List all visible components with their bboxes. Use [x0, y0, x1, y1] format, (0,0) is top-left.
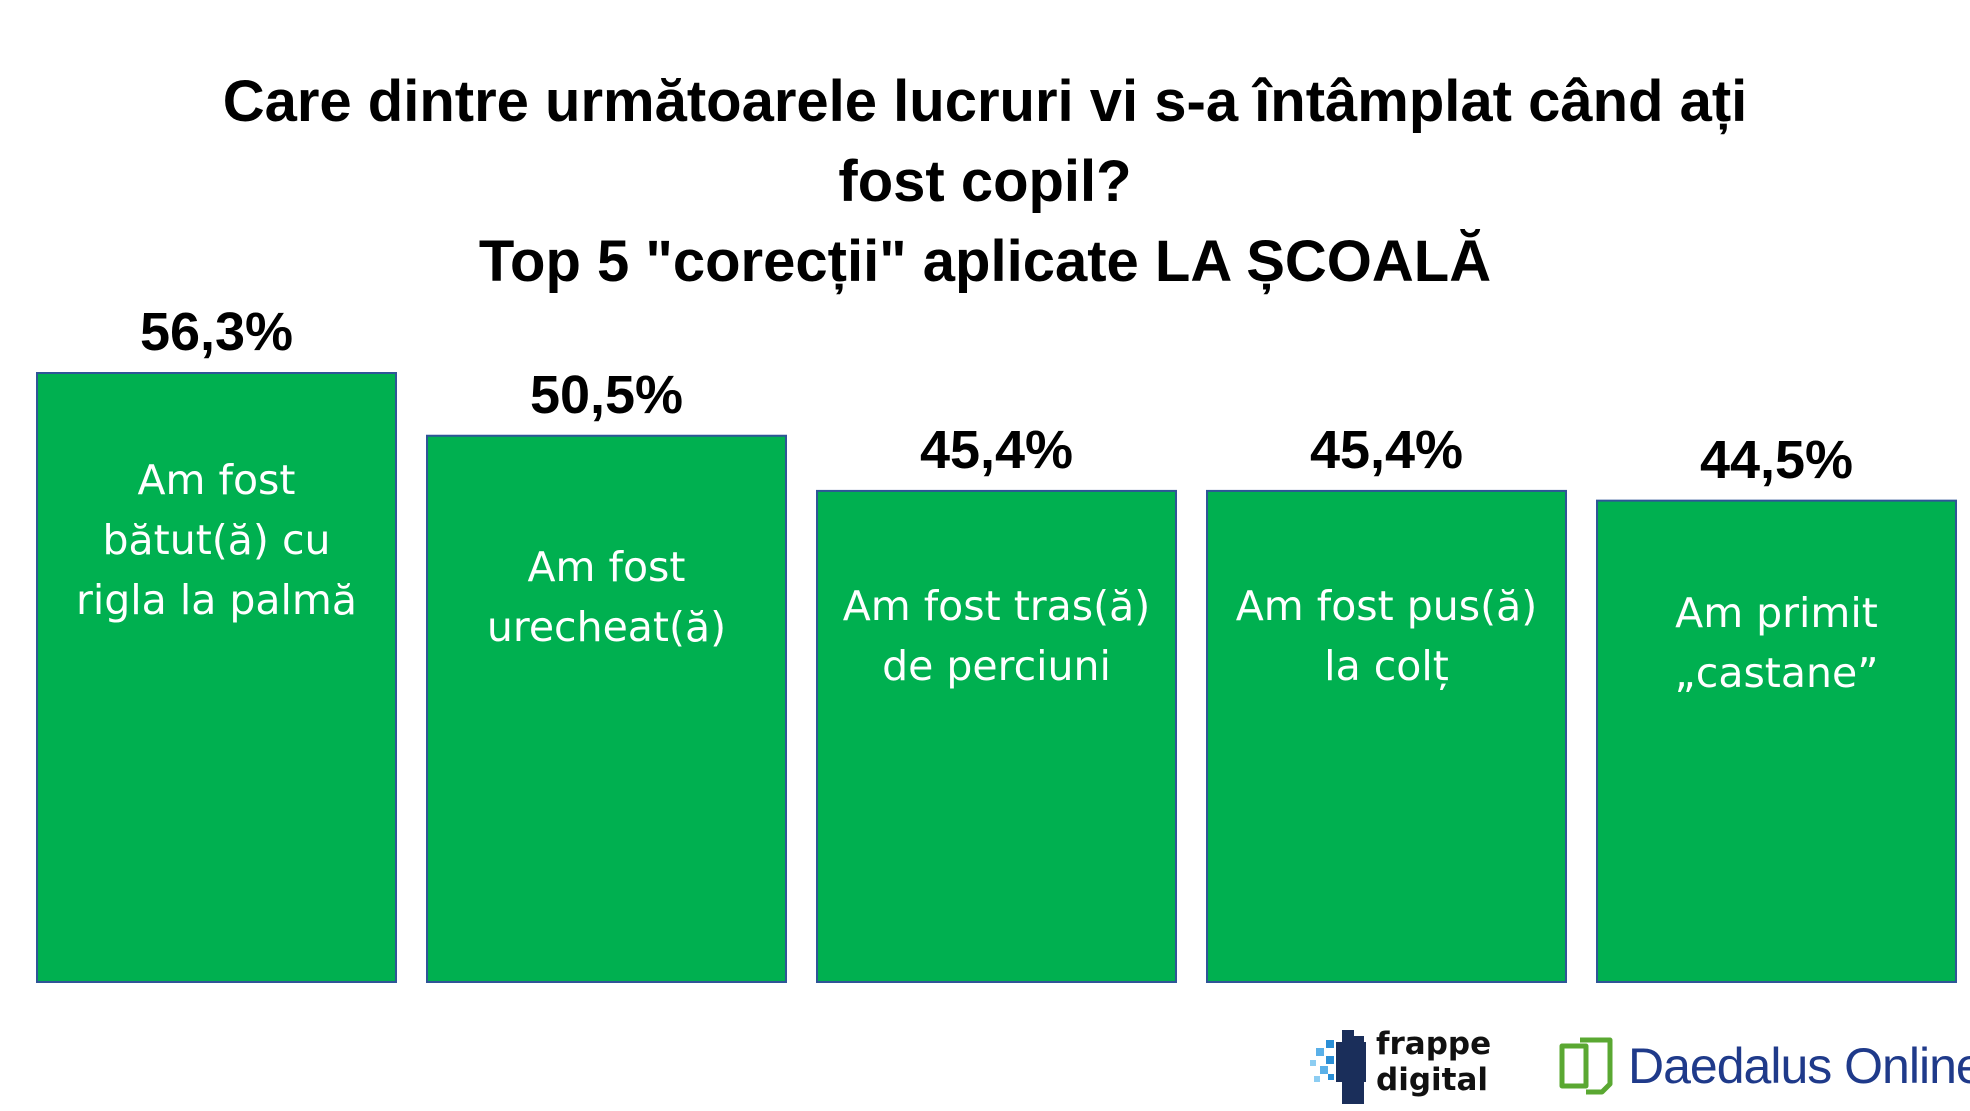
bar-value-label-3: 45,4%	[919, 419, 1074, 480]
bar-category-label-4: Am fost pus(ă) la colț	[1235, 581, 1538, 690]
daedalus-mark-icon	[1559, 1037, 1613, 1095]
daedalus-wordmark: Daedalus Online	[1628, 1038, 1970, 1094]
frappe-wordmark: frappe digital	[1376, 1026, 1492, 1098]
title-line-2: fost copil?	[838, 149, 1132, 214]
daedalus-online-logo: Daedalus Online	[1556, 1036, 1970, 1096]
bar-4	[1206, 489, 1567, 983]
bar-value-label-2: 50,5%	[529, 364, 684, 425]
bar-value-label-5: 44,5%	[1699, 429, 1854, 490]
bar-value-label-1: 56,3%	[139, 302, 294, 362]
bar-2	[426, 434, 787, 983]
bar-category-label-2: Am fost urecheat(ă)	[486, 542, 727, 651]
bar-category-label-1: Am fost bătut(ă) cu rigla la palmă	[76, 456, 357, 625]
frappe-head-icon	[1310, 1030, 1366, 1104]
frappe-digital-logo: frappe digital	[1306, 1026, 1491, 1106]
bar-value-label-4: 45,4%	[1309, 419, 1464, 480]
chart-title: Care dintre următoarele lucruri vi s-a î…	[0, 62, 1970, 302]
bar-3	[816, 489, 1177, 983]
title-line-1: Care dintre următoarele lucruri vi s-a î…	[222, 69, 1748, 134]
bar-5	[1596, 499, 1957, 983]
title-line-3: Top 5 "corecții" aplicate LA ȘCOALĂ	[478, 229, 1492, 294]
bar-category-label-3: Am fost tras(ă) de perciuni	[842, 581, 1151, 690]
bar-1	[36, 372, 397, 983]
bar-category-label-5: Am primit „castane”	[1674, 588, 1879, 697]
